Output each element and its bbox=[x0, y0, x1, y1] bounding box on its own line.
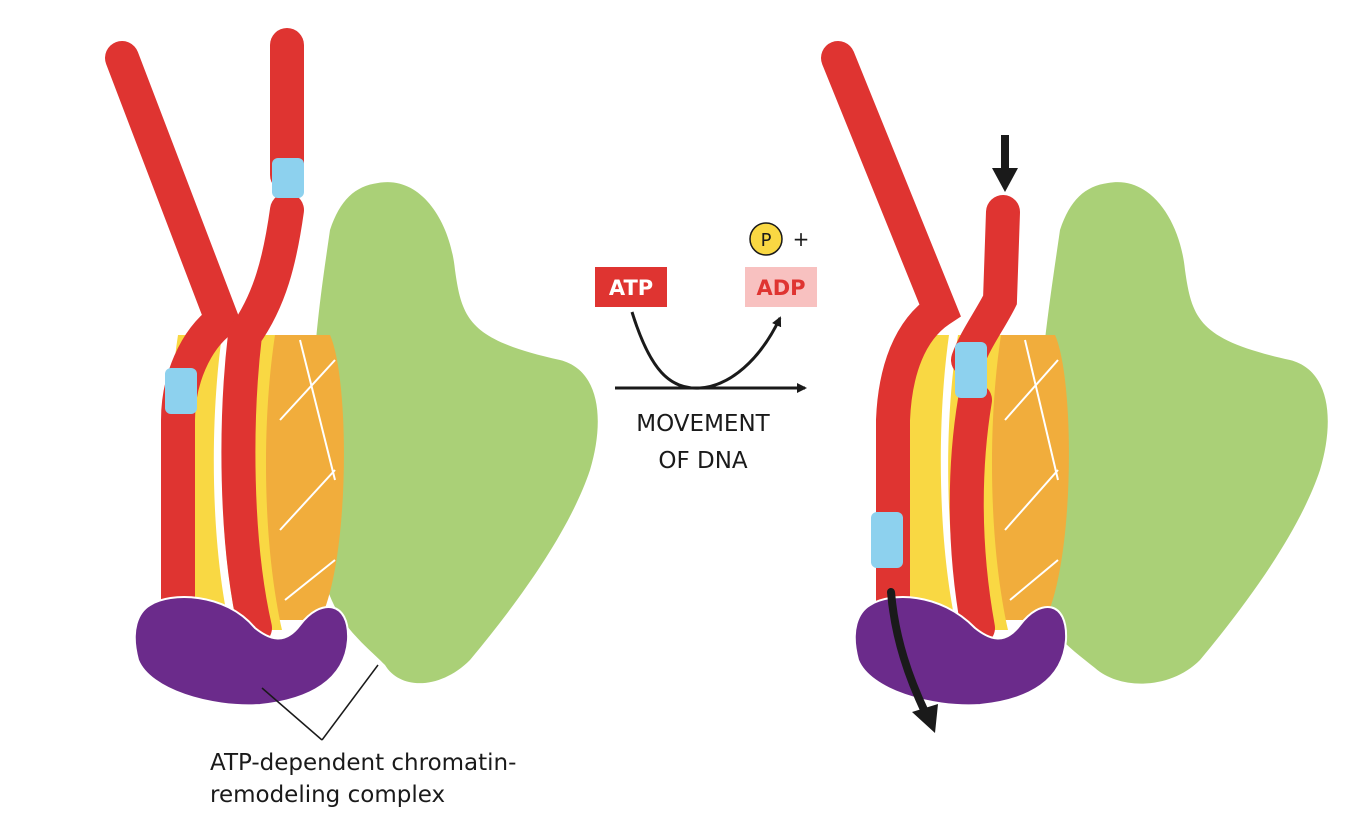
before-panel: ATP-dependent chromatin- remodeling comp… bbox=[105, 28, 598, 808]
callout-label-line2: remodeling complex bbox=[210, 782, 445, 808]
adp-label: ADP bbox=[756, 276, 805, 300]
histone-rim-right-1 bbox=[896, 335, 957, 630]
dna-marker-left-1 bbox=[272, 158, 304, 198]
movement-label-line2: OF DNA bbox=[658, 448, 748, 474]
remodeling-complex-green-left bbox=[311, 182, 598, 684]
dna-marker-right-2 bbox=[871, 512, 903, 568]
histone-lines-left bbox=[279, 339, 336, 601]
remodeling-complex-purple-left bbox=[133, 596, 350, 707]
atp-to-adp-arrow-icon bbox=[630, 311, 782, 390]
dna-left bbox=[105, 28, 304, 645]
remodeling-complex-green-right bbox=[1034, 182, 1328, 684]
dna-marker-right-1 bbox=[955, 342, 987, 398]
atp-label: ATP bbox=[609, 276, 653, 300]
reaction: ATP ADP P + MOVEMENT OF DNA bbox=[595, 222, 817, 474]
plus-sign: + bbox=[793, 227, 810, 251]
histone-lines-right bbox=[1004, 339, 1059, 601]
callout-lines bbox=[261, 664, 379, 741]
after-panel bbox=[821, 41, 1328, 733]
curved-down-arrow-icon bbox=[887, 588, 938, 733]
atp-box bbox=[595, 267, 667, 307]
phosphate-icon bbox=[749, 222, 783, 256]
dna-marker-left-2 bbox=[165, 368, 197, 414]
down-arrow-icon bbox=[992, 135, 1018, 192]
movement-label-line1: MOVEMENT bbox=[636, 411, 770, 437]
adp-box bbox=[745, 267, 817, 307]
callout-label-line1: ATP-dependent chromatin- bbox=[210, 750, 516, 776]
phosphate-label: P bbox=[761, 230, 772, 251]
